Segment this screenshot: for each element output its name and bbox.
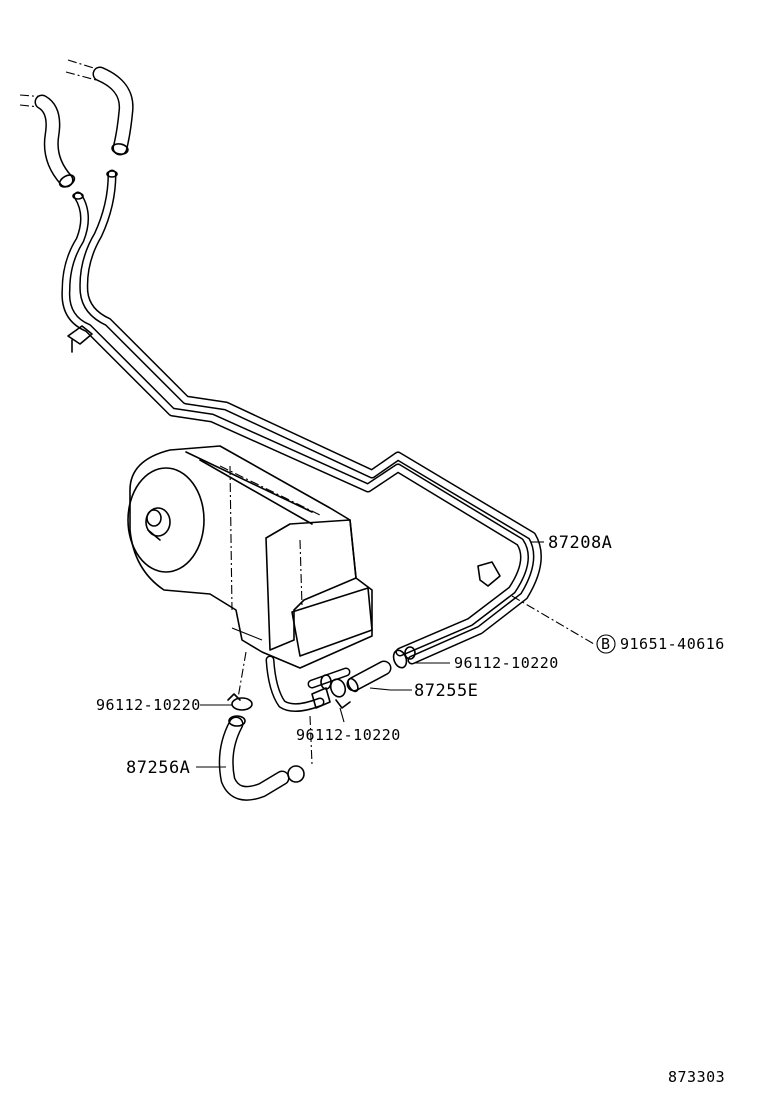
leader-lines	[196, 541, 595, 768]
hose-87255E	[307, 660, 392, 693]
callout-91651-40616: 91651-40616	[620, 635, 725, 653]
callout-clamp-center: 96112-10220	[296, 726, 401, 744]
upper-right-hose	[65, 59, 134, 156]
hose-87256A	[218, 651, 313, 801]
callout-87256A: 87256A	[126, 758, 190, 778]
pipe-assembly-87208A	[61, 169, 542, 665]
bolt-marker-letter: B	[601, 635, 611, 653]
callout-87208A: 87208A	[548, 533, 612, 553]
upper-left-hose	[19, 94, 76, 188]
heater-unit	[127, 445, 373, 669]
callout-87255E: 87255E	[414, 681, 478, 701]
clamp-right	[392, 646, 416, 669]
callout-clamp-right: 96112-10220	[454, 654, 559, 672]
bolt-marker-circle	[596, 634, 616, 654]
clamp-center-pair	[320, 674, 351, 709]
clamp-left	[227, 693, 253, 711]
callout-clamp-left: 96112-10220	[96, 696, 201, 714]
lower-pipe	[265, 655, 331, 712]
clamp-lower	[287, 765, 305, 783]
figure-number: 873303	[668, 1068, 725, 1086]
